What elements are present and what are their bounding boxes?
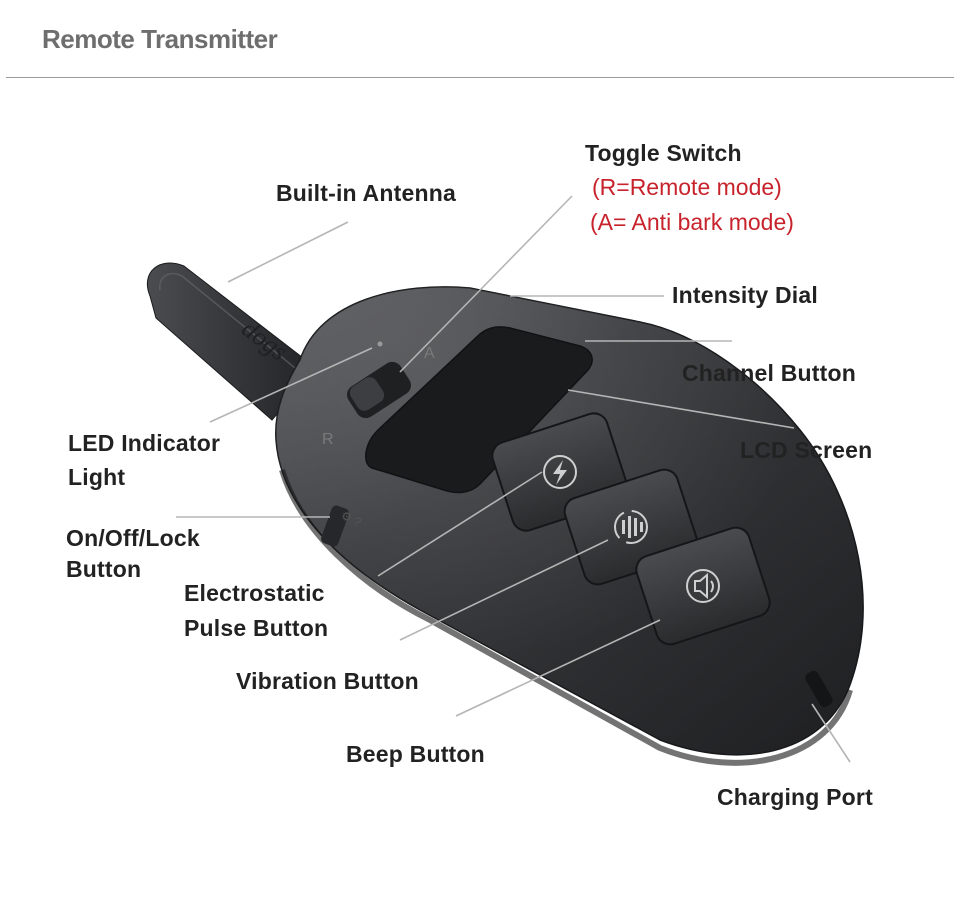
led-indicator <box>377 341 383 347</box>
label-onoff-line1: On/Off/Lock <box>66 525 200 551</box>
label-vibration-button: Vibration Button <box>236 668 419 694</box>
leader-lines <box>176 195 851 763</box>
switch-mark-r: R <box>322 431 334 448</box>
label-lcd-screen: LCD Screen <box>740 437 873 463</box>
title-divider <box>6 77 954 78</box>
label-toggle-remote-mode: (R=Remote mode) <box>592 174 782 200</box>
label-onoff-line2: Button <box>66 556 142 582</box>
vibration-wave-icon <box>614 510 648 544</box>
label-led-indicator-line1: LED Indicator <box>68 430 221 456</box>
page-title: Remote Transmitter <box>42 24 278 54</box>
onoff-lock-button[interactable] <box>320 504 351 548</box>
lightning-circle-icon <box>543 455 577 489</box>
label-toggle-antibark-mode: (A= Anti bark mode) <box>590 209 794 235</box>
toggle-switch[interactable]: R A <box>322 345 435 448</box>
label-channel-button: Channel Button <box>682 360 856 386</box>
label-charging-port: Charging Port <box>717 784 873 810</box>
label-electrostatic-line2: Pulse Button <box>184 615 329 641</box>
beep-button[interactable] <box>633 524 774 648</box>
label-led-indicator-line2: Light <box>68 464 126 490</box>
label-built-in-antenna: Built-in Antenna <box>276 180 456 206</box>
switch-mark-a: A <box>424 345 435 362</box>
label-toggle-switch: Toggle Switch <box>585 140 742 166</box>
label-beep-button: Beep Button <box>346 741 485 767</box>
charging-port <box>805 670 833 708</box>
label-intensity-dial: Intensity Dial <box>672 282 818 308</box>
label-electrostatic-line1: Electrostatic <box>184 580 325 606</box>
speaker-icon <box>686 569 720 603</box>
lcd-screen <box>365 326 593 494</box>
